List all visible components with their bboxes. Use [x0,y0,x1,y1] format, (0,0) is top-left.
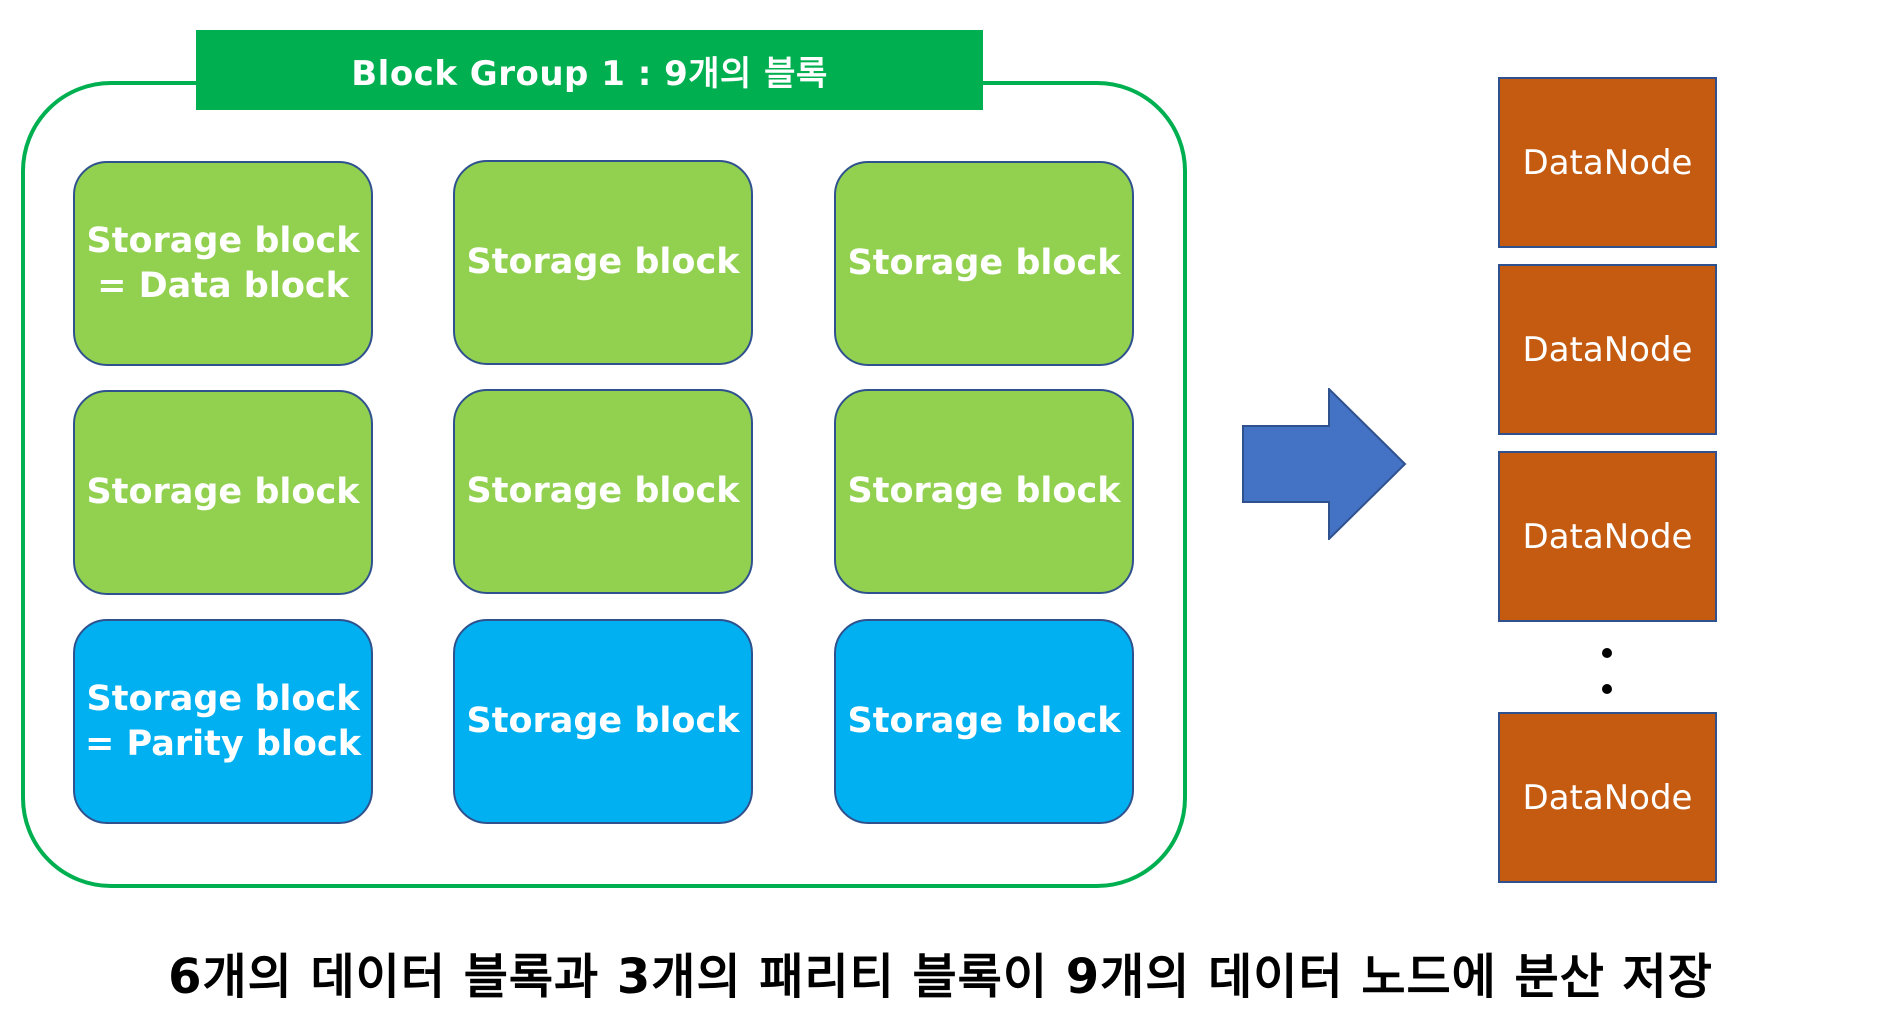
storage-block-7-line-2: = Parity block [85,723,361,764]
storage-block-4-line-1: Storage block [86,472,360,512]
datanode-1: DataNode [1498,77,1717,248]
datanode-4: DataNode [1498,712,1717,883]
storage-block-2: Storage block [453,160,753,365]
storage-block-3: Storage block [834,161,1134,366]
storage-block-8-line-1: Storage block [466,701,740,741]
right-arrow-shape [1242,388,1407,540]
storage-block-7-line-1: Storage block [86,678,360,719]
storage-block-1: Storage block = Data block [73,161,373,366]
diagram-caption: 6개의 데이터 블록과 3개의 패리티 블록이 9개의 데이터 노드에 분산 저… [168,949,1713,1005]
block-group-title: Block Group 1 : 9개의 블록 [196,30,983,110]
datanode-2: DataNode [1498,264,1717,435]
ellipsis-dot-1 [1602,648,1612,658]
storage-block-6: Storage block [834,389,1134,594]
storage-block-8: Storage block [453,619,753,824]
storage-block-5: Storage block [453,389,753,594]
right-arrow-icon [1242,388,1407,540]
storage-block-3-line-1: Storage block [847,243,1121,283]
storage-block-1-line-1: Storage block [86,220,360,261]
ellipsis-dot-2 [1602,684,1612,694]
datanode-3: DataNode [1498,451,1717,622]
storage-block-7: Storage block = Parity block [73,619,373,824]
storage-block-2-line-1: Storage block [466,242,740,282]
storage-block-9: Storage block [834,619,1134,824]
storage-block-9-line-1: Storage block [847,701,1121,741]
storage-block-1-line-2: = Data block [97,265,349,306]
storage-block-4: Storage block [73,390,373,595]
storage-block-6-line-1: Storage block [847,471,1121,511]
storage-block-5-line-1: Storage block [466,471,740,511]
